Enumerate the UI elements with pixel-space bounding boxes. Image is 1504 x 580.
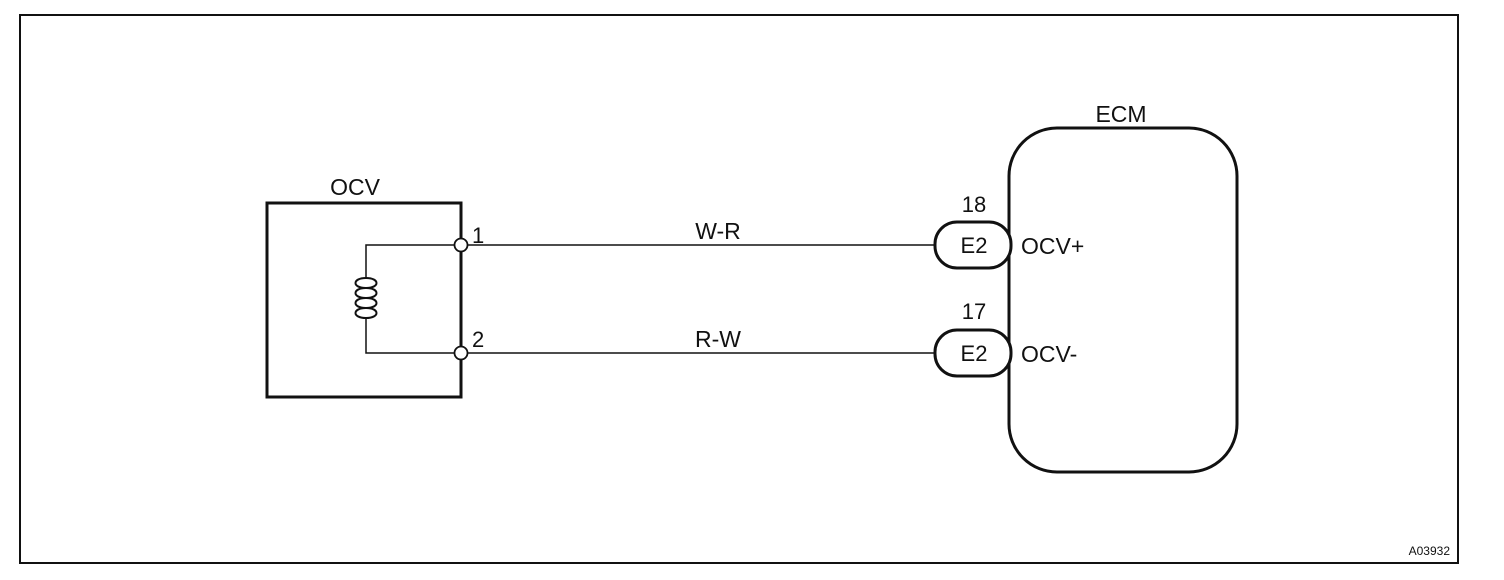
ecm-connector-e2-bottom-label: E2 (961, 341, 988, 366)
ecm-signal-ocv-plus: OCV+ (1021, 233, 1084, 259)
diagram-frame (19, 14, 1459, 564)
ocv-terminal-2 (453, 345, 469, 361)
ocv-coil-top-lead (365, 244, 455, 278)
ocv-pin-2-label: 2 (472, 327, 484, 352)
ocv-terminal-1 (453, 237, 469, 253)
ocv-box (265, 201, 463, 399)
reference-code: A03932 (1409, 544, 1451, 558)
ecm-signal-ocv-minus: OCV- (1021, 341, 1077, 367)
ecm-box (1007, 126, 1239, 474)
ecm-connector-e2-top (933, 220, 1013, 270)
ecm-connector-e2-top-label: E2 (961, 233, 988, 258)
ocv-pin-1-label: 1 (472, 223, 484, 248)
ecm-connector-e2-bottom (933, 328, 1013, 378)
ocv-label: OCV (330, 174, 381, 200)
ecm-component: ECM E2 18 OCV+ E2 17 OCV- (933, 101, 1239, 474)
ocv-component: OCV 1 2 (265, 174, 484, 399)
coil-icon (354, 277, 378, 320)
wire-r-w-label: R-W (695, 326, 741, 352)
ecm-pin-17-number: 17 (962, 299, 986, 324)
ecm-pin-18-number: 18 (962, 192, 986, 217)
ocv-coil-bottom-lead (365, 318, 455, 354)
wire-w-r-label: W-R (695, 218, 741, 244)
ecm-label: ECM (1095, 101, 1146, 127)
